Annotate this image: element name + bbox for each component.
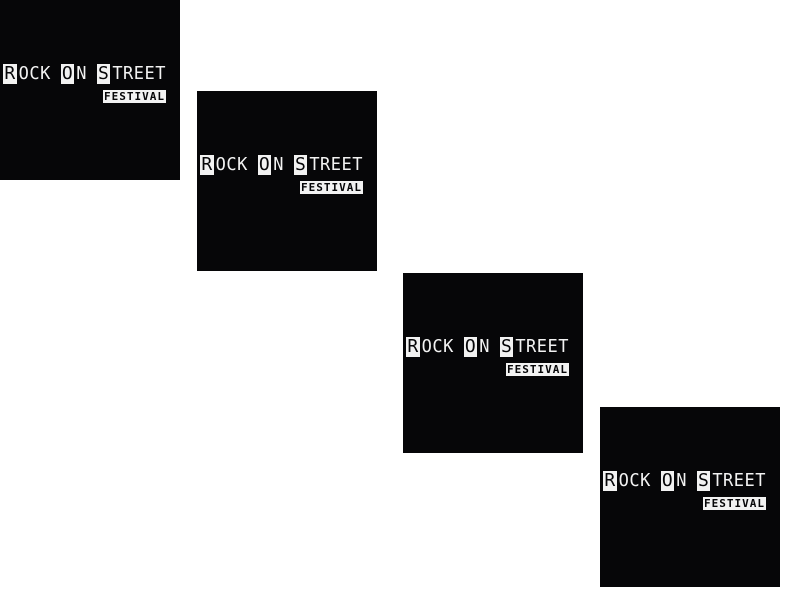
logo-word-rest: OCK xyxy=(18,63,51,85)
logo-cap-letter: S xyxy=(96,63,111,84)
logo-word-rest: OCK xyxy=(421,336,454,358)
logo-cap-letter: S xyxy=(696,470,711,491)
logo-cap-letter: R xyxy=(406,336,420,357)
logo-word-rest: TREET xyxy=(112,63,166,85)
logo-cap-letter: O xyxy=(463,336,478,357)
logo-subtitle: FESTIVAL xyxy=(703,497,766,510)
logo-word-rest: N xyxy=(76,63,87,85)
logo-subtitle-row: FESTIVAL xyxy=(3,90,166,103)
logo-subtitle: FESTIVAL xyxy=(300,181,363,194)
logo-subtitle: FESTIVAL xyxy=(103,90,166,103)
logo-word-rest: N xyxy=(273,154,284,176)
logo-subtitle-row: FESTIVAL xyxy=(200,181,363,194)
logo-cap-letter: O xyxy=(257,154,272,175)
logo-cap-letter: S xyxy=(499,336,514,357)
logo-word-rest: OCK xyxy=(618,470,651,492)
logo-cap-letter: R xyxy=(3,63,17,84)
logo-subtitle-row: FESTIVAL xyxy=(603,497,766,510)
logo-cap-letter: R xyxy=(603,470,617,491)
logo-cap-letter: S xyxy=(293,154,308,175)
logo-word-rest: OCK xyxy=(215,154,248,176)
logo-cap-letter: R xyxy=(200,154,214,175)
logo-word-rest: TREET xyxy=(712,470,766,492)
logo-word-rest: N xyxy=(676,470,687,492)
logo-cap-letter: O xyxy=(660,470,675,491)
logo-cap-letter: O xyxy=(60,63,75,84)
logo-word-rest: TREET xyxy=(309,154,363,176)
logo-subtitle: FESTIVAL xyxy=(506,363,569,376)
logo-subtitle-row: FESTIVAL xyxy=(406,363,569,376)
logo-word-rest: N xyxy=(479,336,490,358)
logo-word-rest: TREET xyxy=(515,336,569,358)
